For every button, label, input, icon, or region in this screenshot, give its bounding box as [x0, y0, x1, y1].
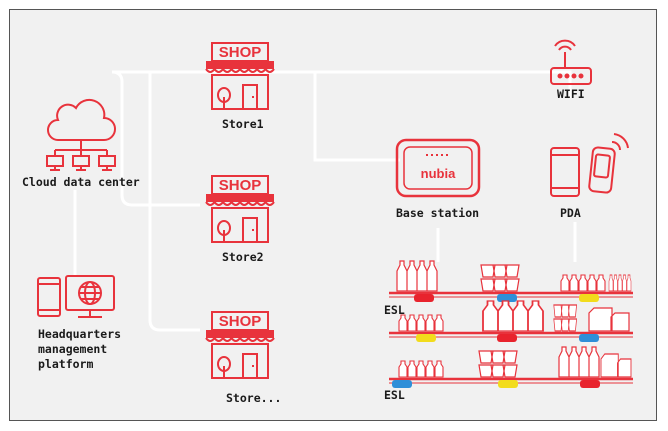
store2-shop-icon: SHOP	[205, 175, 275, 243]
store2-label: Store2	[222, 250, 264, 264]
store1-label: Store1	[222, 117, 264, 131]
router-icon	[550, 39, 592, 85]
line-store1-to-wifi	[200, 70, 572, 98]
store3-sign: SHOP	[219, 313, 262, 330]
store1-sign: SHOP	[219, 44, 262, 61]
esl-shelves	[387, 260, 635, 388]
line-to-base-station	[313, 72, 400, 162]
store1-shop-icon: SHOP	[205, 42, 275, 110]
esl-top-label: ESL	[384, 303, 405, 317]
base-station-brand: nubia	[421, 166, 456, 181]
esl-tag-red	[580, 380, 600, 388]
pda-icon	[550, 133, 629, 197]
cloud-network-icon	[46, 98, 116, 171]
connector-lines	[73, 70, 577, 332]
pda-label: PDA	[560, 206, 581, 220]
esl-tag-blue	[497, 294, 517, 302]
store2-sign: SHOP	[219, 177, 262, 194]
cloud-data-center-label: Cloud data center	[22, 175, 140, 189]
line-cloud-to-store2	[111, 70, 200, 207]
esl-tag-red	[414, 294, 434, 302]
line-cloud-to-store3	[148, 72, 200, 332]
headquarters-label: Headquarters management platform	[38, 327, 122, 371]
esl-tag-yellow	[498, 380, 518, 388]
store3-shop-icon: SHOP	[205, 311, 275, 379]
base-station-label: Base station	[396, 206, 480, 220]
esl-tag-yellow	[579, 294, 599, 302]
esl-tag-red	[497, 334, 517, 342]
esl-tag-yellow	[416, 334, 436, 342]
computer-globe-icon	[37, 275, 115, 318]
diagram-frame	[9, 9, 657, 421]
wifi-label: WIFI	[557, 87, 585, 101]
esl-tag-blue	[579, 334, 599, 342]
base-station-icon: nubia	[395, 138, 481, 198]
esl-tag-blue	[392, 380, 412, 388]
store3-label: Store...	[226, 391, 282, 405]
esl-bottom-label: ESL	[384, 388, 405, 402]
